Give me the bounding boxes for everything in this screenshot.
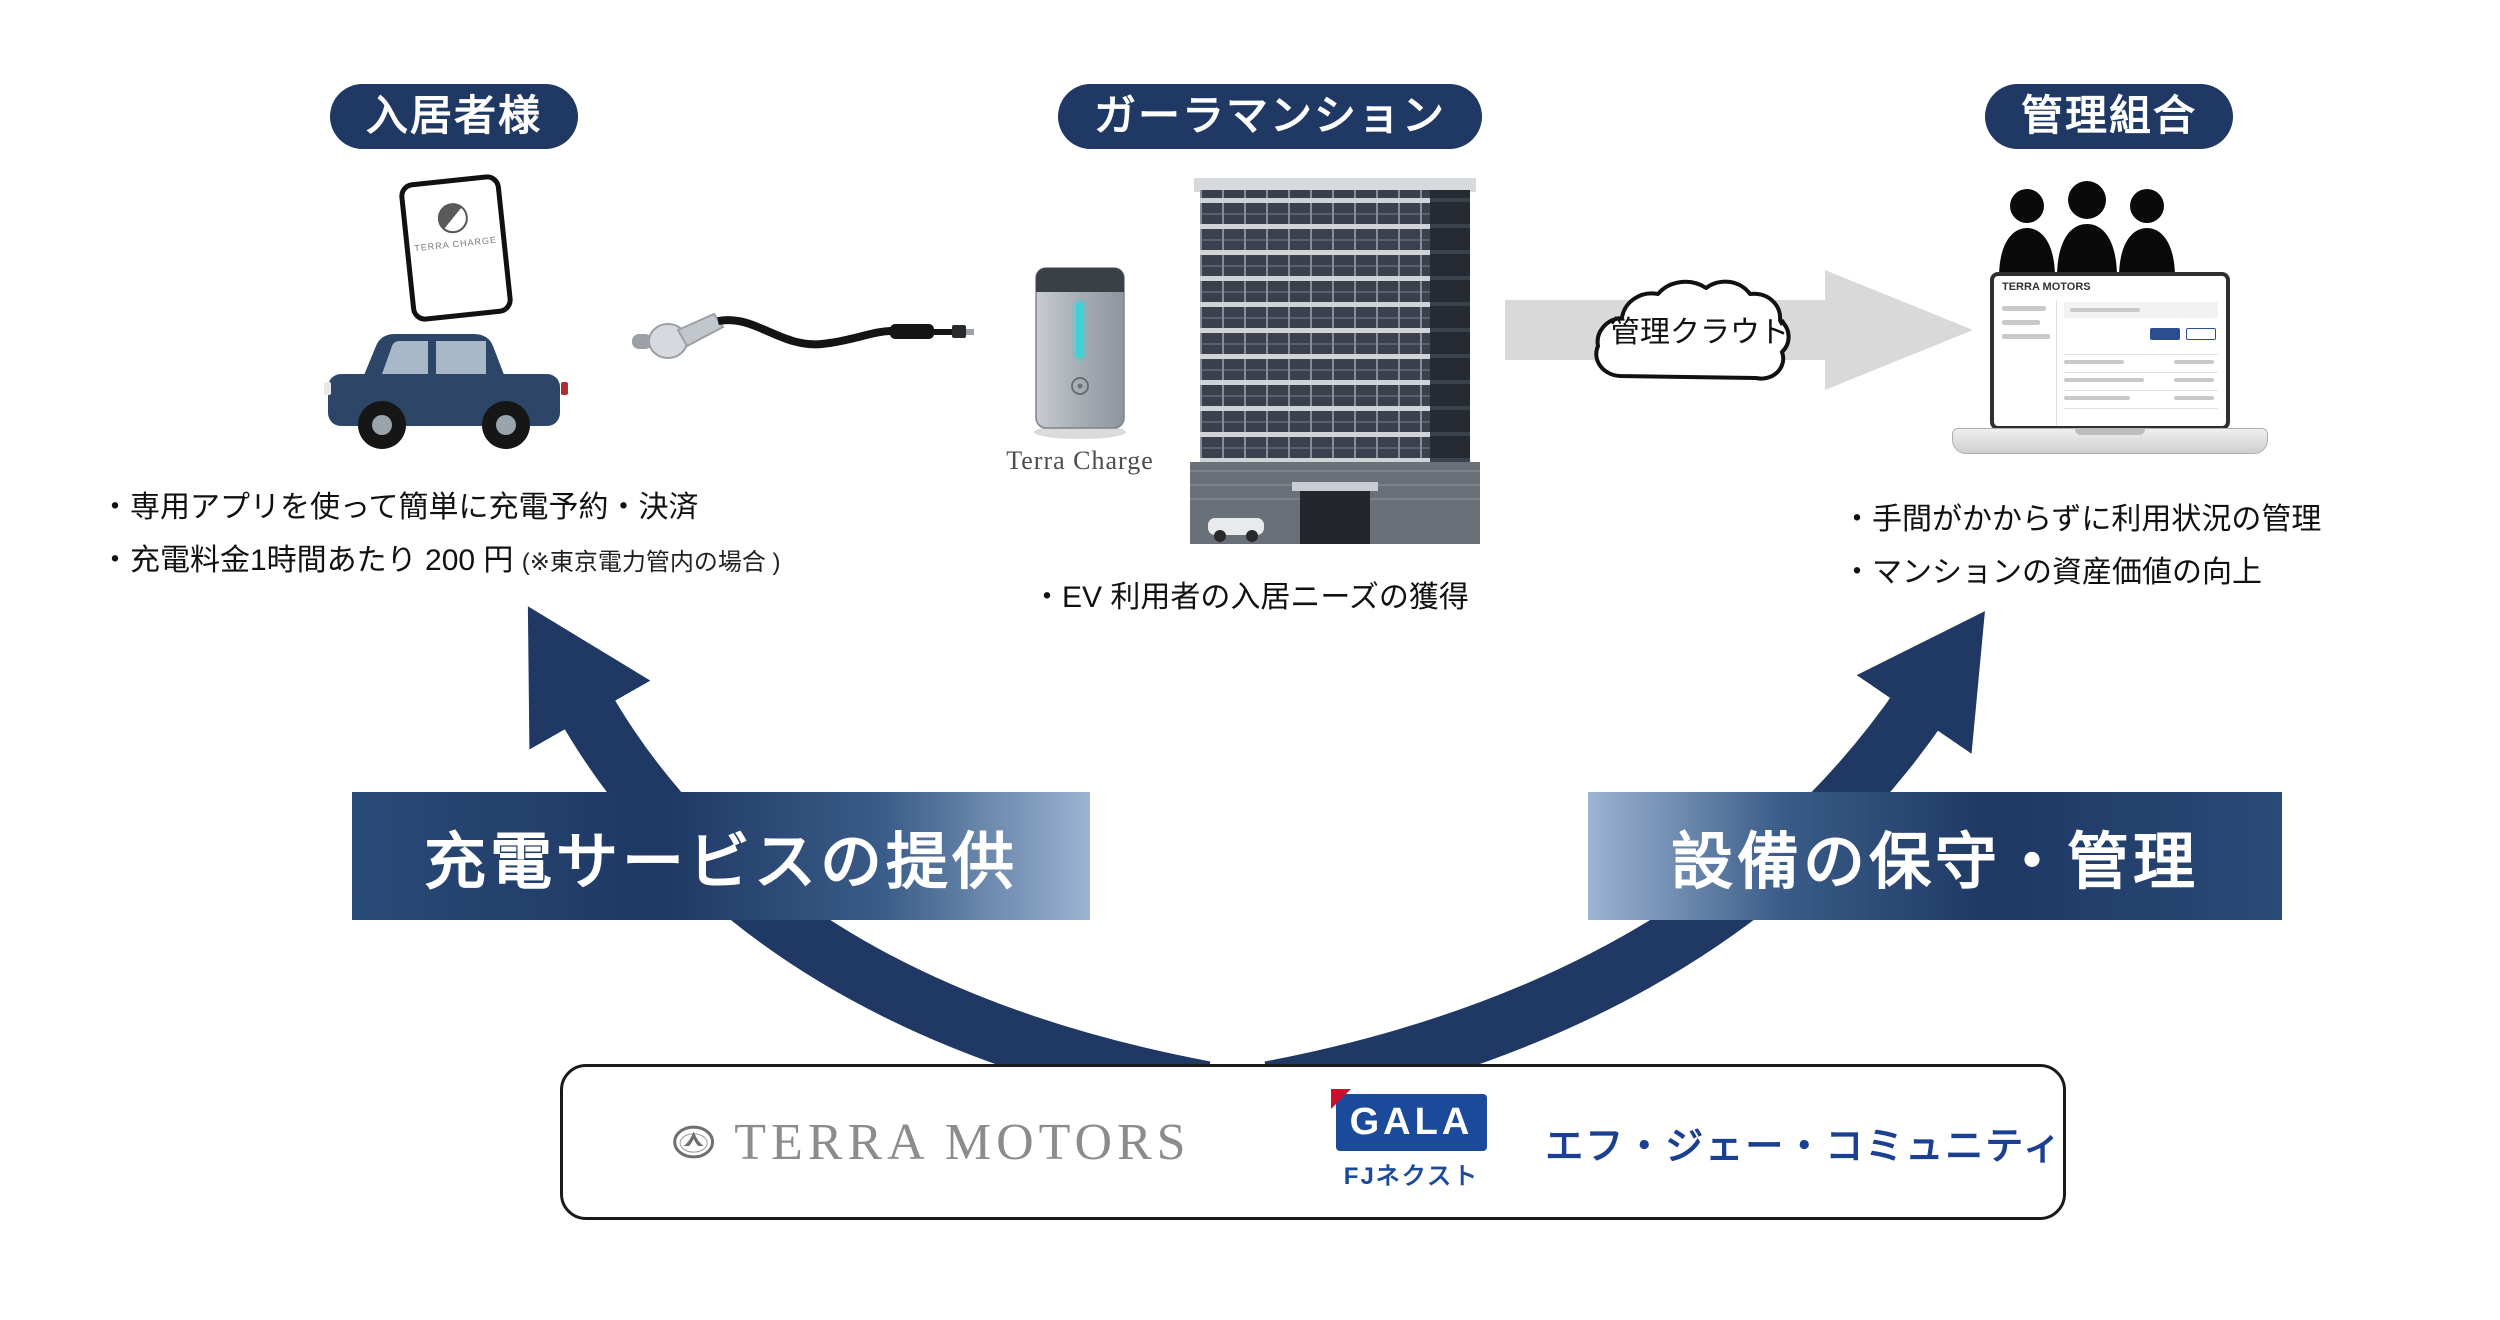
laptop-screen: TERRA MOTORS — [1990, 272, 2230, 430]
resident-info-line2: ・充電料金1時間あたり 200 円 (※東京電力管内の場合 ) — [100, 535, 781, 588]
management-laptop-illustration: TERRA MOTORS — [1952, 272, 2268, 472]
laptop-screen-brand: TERRA MOTORS — [2002, 281, 2091, 293]
phone-brand-label: TERRA CHARGE — [413, 234, 498, 254]
curved-arrow-right-icon — [1264, 611, 1985, 1119]
ev-car-illustration — [324, 334, 568, 449]
resident-info-line1: ・専用アプリを使って簡単に充電予約・決済 — [100, 491, 699, 524]
smartphone-illustration: TERRA CHARGE — [397, 173, 515, 323]
resident-info-line2-note: (※東京電力管内の場合 ) — [521, 548, 781, 576]
association-info: ・手間がかからずに利用状況の管理 ・マンションの資産価値の向上 — [1842, 494, 2321, 599]
cloud-label: 管理クラウド — [1610, 316, 1790, 349]
fj-community-label: エフ・ジェー・コミュニティ — [1545, 1125, 2063, 1168]
resident-badge: 入居者様 — [330, 84, 579, 149]
laptop-screen-button-secondary — [2186, 328, 2216, 340]
gala-fjnext-logo: GALA FJネクスト — [1330, 1088, 1488, 1191]
partner-logos-box: TERRA MOTORS GALA FJネクスト エフ・ジェー・コミュニティ — [560, 1064, 2066, 1220]
mansion-badge: ガーラマンション — [1058, 84, 1483, 149]
curved-arrow-left-icon — [527, 606, 1211, 1119]
association-info-line1: ・手間がかからずに利用状況の管理 — [1842, 503, 2322, 536]
laptop-screen-button-primary — [2150, 328, 2180, 340]
charger-caption: Terra Charge — [1006, 446, 1154, 475]
charging-cable-illustration — [632, 312, 974, 359]
terra-motors-wordmark: TERRA MOTORS — [734, 1113, 1191, 1171]
mansion-building-illustration — [1190, 178, 1480, 544]
terra-motors-emblem-icon — [673, 1125, 715, 1159]
maintenance-banner: 設備の保守・管理 — [1588, 792, 2282, 920]
mansion-info: ・EV 利用者の入居ニーズの獲得 — [1032, 572, 1469, 625]
resident-info-line2-main: ・充電料金1時間あたり 200 円 — [100, 543, 514, 577]
terra-charge-app-icon — [436, 201, 470, 235]
association-badge: 管理組合 — [1985, 84, 2234, 149]
association-info-line2: ・マンションの資産価値の向上 — [1842, 555, 2262, 589]
association-people-icon — [1999, 181, 2175, 278]
resident-info: ・専用アプリを使って簡単に充電予約・決済 ・充電料金1時間あたり 200 円 (… — [100, 482, 781, 587]
ev-charger-illustration — [1034, 267, 1126, 439]
gala-logo-text: GALA — [1349, 1100, 1474, 1143]
fj-next-label: FJネクスト — [1343, 1162, 1480, 1190]
mansion-info-line1: ・EV 利用者の入居ニーズの獲得 — [1032, 581, 1469, 614]
management-cloud: 管理クラウド — [1594, 279, 1791, 381]
charging-service-banner: 充電サービスの提供 — [352, 792, 1090, 920]
gala-logo-tile: GALA — [1330, 1088, 1488, 1151]
gala-red-accent-icon — [1330, 1088, 1351, 1109]
laptop-hinge — [2075, 428, 2145, 435]
